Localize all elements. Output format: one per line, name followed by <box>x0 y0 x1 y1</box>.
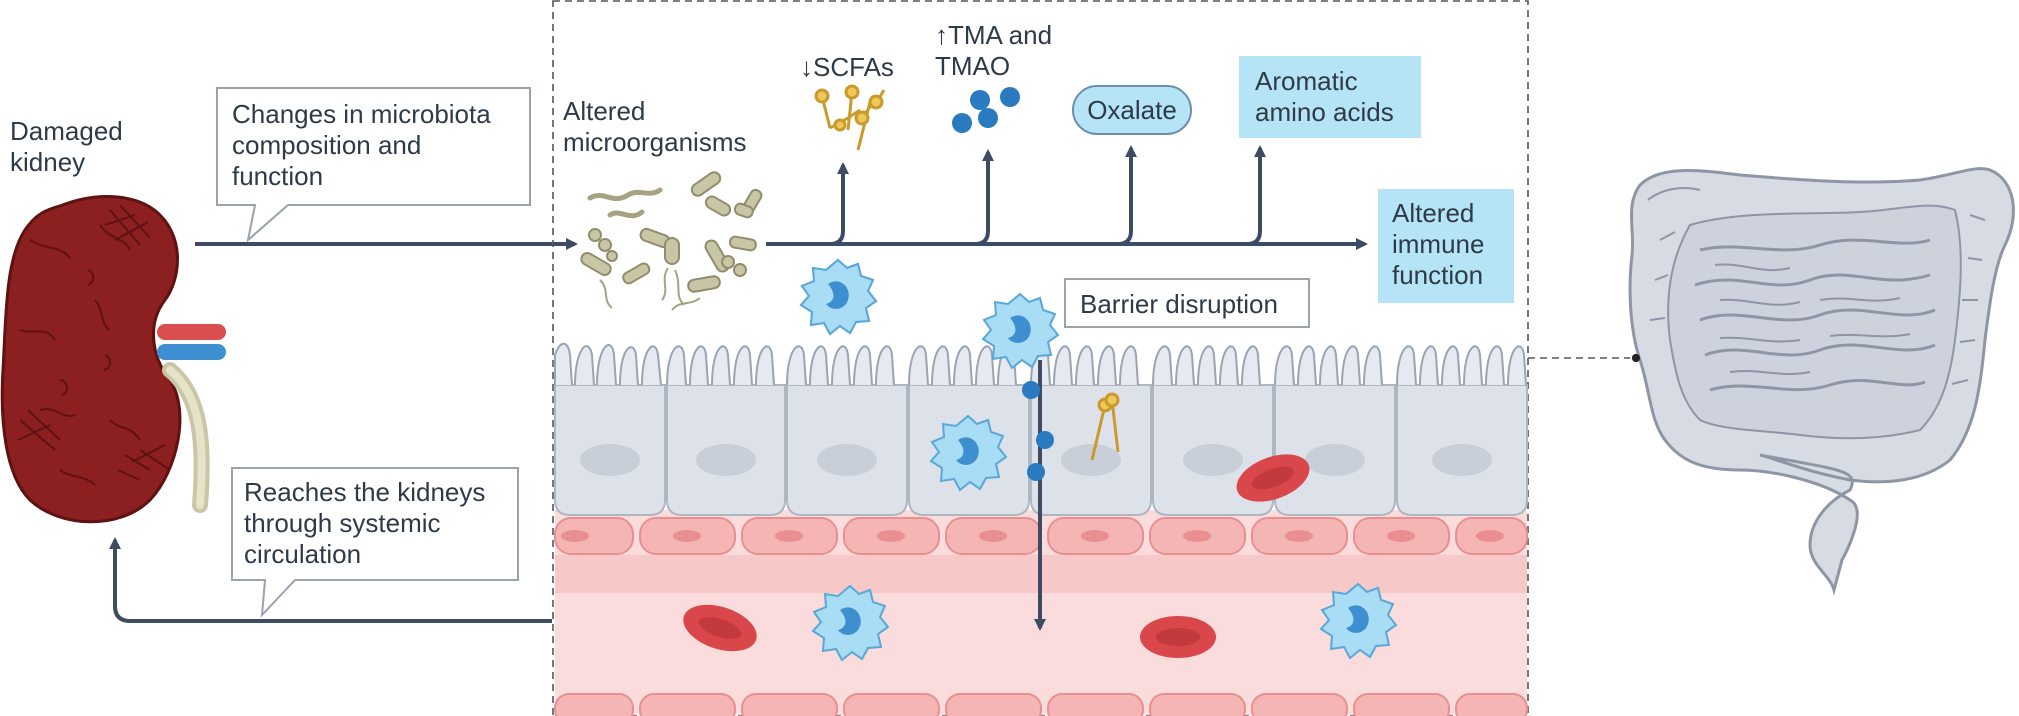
tma-molecule-icon <box>952 87 1020 133</box>
aromatic-amino-acids-box: Aromatic amino acids <box>1239 56 1421 138</box>
pathway-arrows <box>766 145 1368 250</box>
callout-reaches <box>231 467 519 618</box>
immune-cell-icon <box>800 259 877 335</box>
kidney-icon <box>0 195 226 524</box>
barrier-disruption-box: Barrier disruption <box>1064 278 1310 328</box>
scfa-molecule-icon <box>1090 392 1120 461</box>
red-blood-cell-icon <box>1140 616 1216 658</box>
scfa-molecule-icon <box>814 84 886 151</box>
oxalate-badge: Oxalate <box>1072 85 1192 135</box>
altered-immune-function-box: Altered immune function <box>1378 189 1514 303</box>
bacteria-icon <box>580 171 763 311</box>
tma-tmao-label: ↑TMA and TMAO <box>935 20 1053 81</box>
callout-changes <box>216 87 531 243</box>
intestine-icon <box>1628 167 2015 596</box>
altered-microorganisms-label: Altered microorganisms <box>563 96 747 157</box>
scfas-label: ↓SCFAs <box>800 52 894 82</box>
tma-molecule-icon <box>1022 381 1054 481</box>
damaged-kidney-label: Damaged kidney <box>10 116 123 177</box>
arrow-to-kidney <box>109 537 552 623</box>
reaches-callout-text: Reaches the kidneys through systemic cir… <box>244 477 486 569</box>
changes-callout-text: Changes in microbiota composition and fu… <box>232 99 491 191</box>
